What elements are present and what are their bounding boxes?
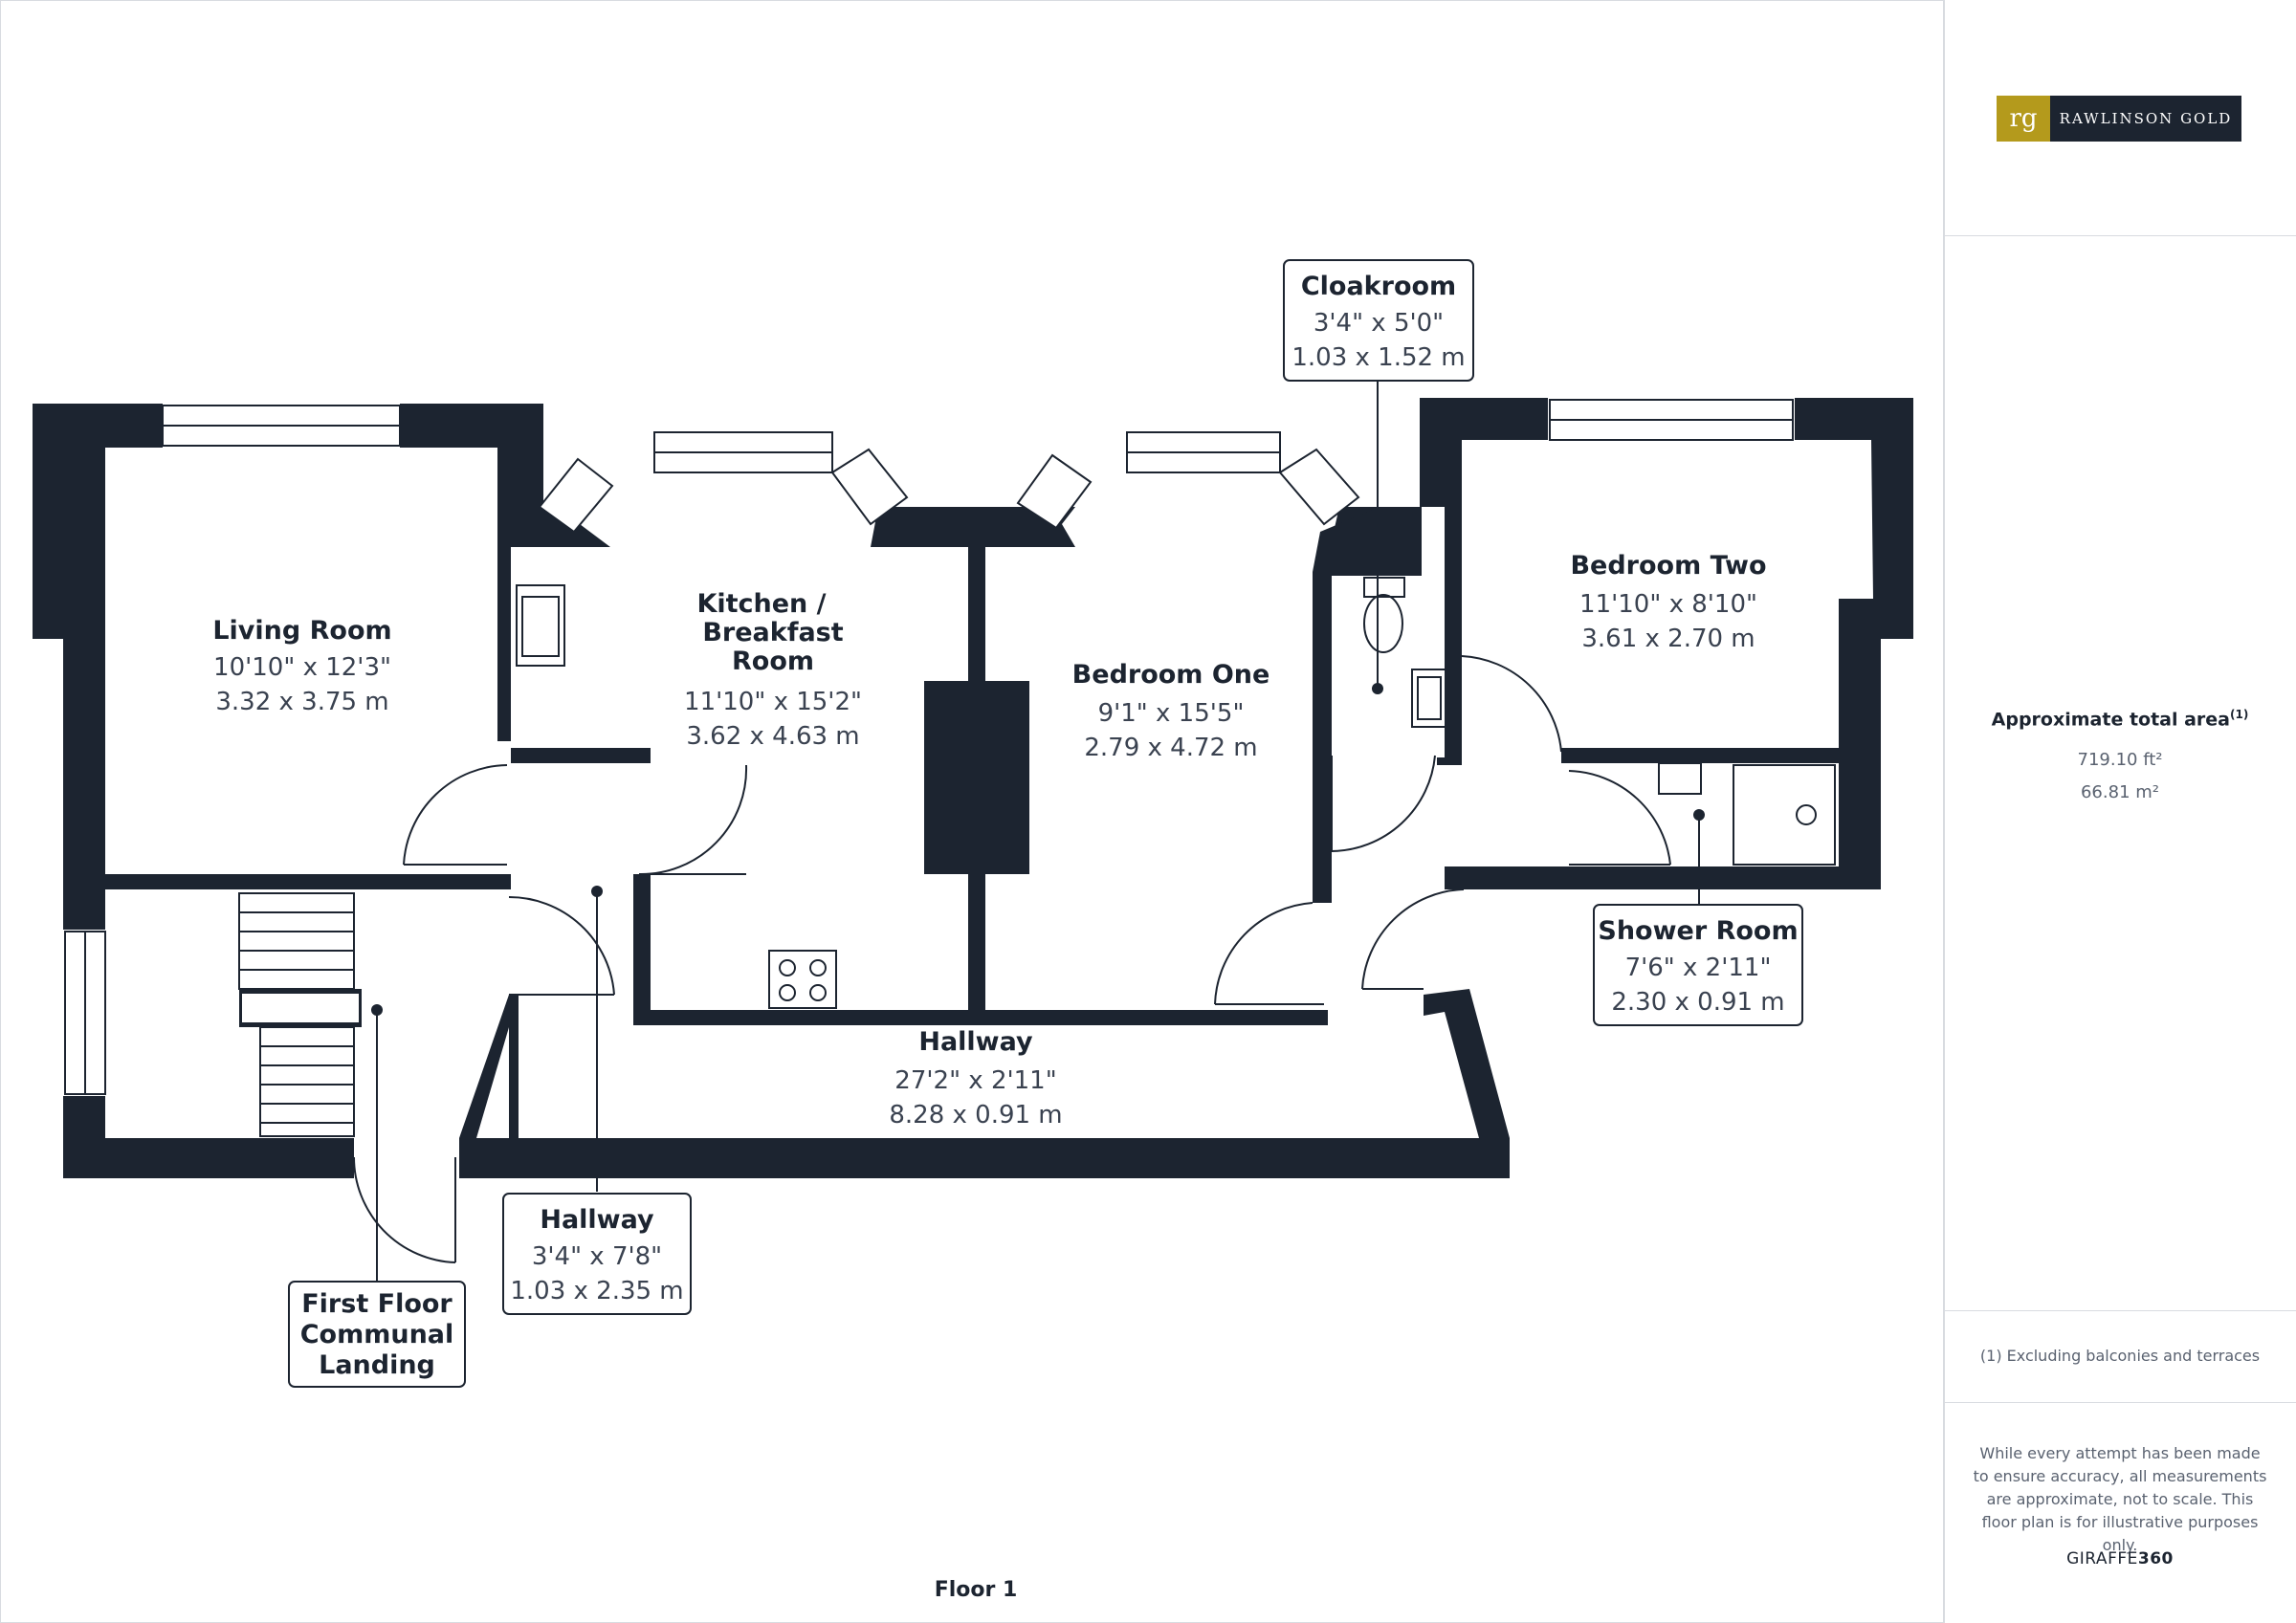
- logo-mark: rg: [1997, 96, 2050, 142]
- living-room-door: [403, 764, 508, 866]
- room-imperial: 7'6" x 2'11": [1625, 954, 1772, 982]
- room-metric: 1.03 x 2.35 m: [510, 1277, 683, 1305]
- room-imperial: 11'10" x 15'2": [684, 688, 862, 716]
- logo-wordmark: RAWLINSON GOLD: [2050, 96, 2241, 142]
- room-imperial: 9'1" x 15'5": [1098, 699, 1245, 728]
- room-imperial: 11'10" x 8'10": [1579, 590, 1757, 619]
- callout-shower-room: Shower Room 7'6" x 2'11" 2.30 x 0.91 m: [1593, 904, 1803, 1026]
- area-ft: 719.10 ft²: [2077, 750, 2163, 770]
- room-living: Living Room 10'10" x 12'3" 3.32 x 3.75 m: [212, 616, 391, 716]
- panel-divider: [1945, 235, 2296, 236]
- cloakroom-basin-icon: [1411, 669, 1447, 728]
- giraffe360-brand: GIRAFFE360: [1944, 1549, 2296, 1568]
- room-name: Hallway: [918, 1027, 1033, 1057]
- room-metric: 3.62 x 4.63 m: [686, 722, 859, 751]
- room-hallway-main: Hallway 27'2" x 2'11" 8.28 x 0.91 m: [889, 1027, 1062, 1130]
- room-bedroom-two: Bedroom Two 11'10" x 8'10" 3.61 x 2.70 m: [1570, 551, 1766, 653]
- bedroom-one-door: [1214, 902, 1314, 1005]
- toilet-icon: [1363, 577, 1405, 598]
- cloakroom-door: [1331, 755, 1436, 852]
- room-name-line1: First Floor: [301, 1289, 453, 1319]
- room-metric: 2.30 x 0.91 m: [1611, 988, 1784, 1017]
- kitchen-sink-icon: [516, 584, 565, 667]
- room-imperial: 10'10" x 12'3": [213, 653, 391, 682]
- windows: [64, 399, 1794, 1095]
- staircase-icon: [238, 892, 362, 1137]
- brand-prefix: GIRAFFE: [2066, 1549, 2138, 1568]
- brand-suffix: 360: [2137, 1549, 2174, 1568]
- fixtures: [238, 577, 1836, 1137]
- room-imperial: 27'2" x 2'11": [894, 1066, 1056, 1095]
- room-name-line3: Room: [732, 647, 814, 676]
- room-metric: 3.61 x 2.70 m: [1581, 625, 1755, 653]
- bedroom-bay-right: [1278, 448, 1360, 526]
- room-name-line1: Kitchen /: [696, 589, 826, 619]
- room-name-line3: Landing: [319, 1350, 435, 1380]
- living-room-walls: [33, 404, 507, 1178]
- info-panel: [1944, 0, 2296, 1623]
- shower-tray-icon: [1733, 764, 1836, 866]
- exclusion-note: (1) Excluding balconies and terraces: [1979, 1347, 2261, 1365]
- room-name-line2: Communal: [300, 1320, 454, 1349]
- area-label: Approximate total area(1): [1944, 708, 2296, 730]
- shower-basin-icon: [1658, 762, 1702, 795]
- room-name-line2: Breakfast: [702, 618, 843, 647]
- disclaimer: While every attempt has been made to ens…: [1973, 1444, 2267, 1554]
- room-metric: 8.28 x 0.91 m: [889, 1101, 1062, 1130]
- bedroom-two-door: [1461, 655, 1562, 753]
- kitchen-door: [638, 764, 748, 876]
- kitchen-bay-right: [830, 448, 909, 526]
- walls: [33, 398, 1913, 1178]
- callout-landing: First Floor Communal Landing: [288, 1281, 466, 1388]
- floor-plan-diagram: Living Room 10'10" x 12'3" 3.32 x 3.75 m…: [33, 259, 1913, 1388]
- brand-logo: rg RAWLINSON GOLD: [1997, 96, 2241, 142]
- panel-divider: [1945, 1402, 2296, 1403]
- room-metric: 3.32 x 3.75 m: [215, 688, 388, 716]
- room-imperial: 3'4" x 7'8": [532, 1242, 662, 1271]
- room-name: Cloakroom: [1301, 272, 1456, 301]
- area-m: 66.81 m²: [2080, 782, 2159, 802]
- floor-label: Floor 1: [934, 1578, 1018, 1602]
- room-name: Bedroom One: [1072, 660, 1270, 690]
- area-note-ref: (1): [2230, 708, 2249, 721]
- room-name: Hallway: [540, 1205, 654, 1235]
- room-metric: 1.03 x 1.52 m: [1292, 343, 1465, 372]
- panel-divider: [1945, 1310, 2296, 1311]
- leaders: [371, 381, 1705, 1282]
- room-kitchen: Kitchen / Breakfast Room 11'10" x 15'2" …: [684, 589, 862, 751]
- hob-icon: [768, 950, 837, 1009]
- kitchen-bay-left: [538, 457, 614, 534]
- room-name: Living Room: [212, 616, 391, 646]
- room-name: Shower Room: [1598, 916, 1798, 946]
- room-bedroom-one: Bedroom One 9'1" x 15'5" 2.79 x 4.72 m: [1072, 660, 1270, 762]
- doors: [353, 655, 1671, 1263]
- room-imperial: 3'4" x 5'0": [1314, 309, 1444, 338]
- area-label-text: Approximate total area: [1991, 709, 2231, 731]
- callout-cloakroom: Cloakroom 3'4" x 5'0" 1.03 x 1.52 m: [1283, 259, 1474, 382]
- room-name: Bedroom Two: [1570, 551, 1766, 581]
- callout-hallway-small: Hallway 3'4" x 7'8" 1.03 x 2.35 m: [502, 1193, 692, 1315]
- hallway-door: [508, 895, 615, 996]
- hallway-right-door: [1361, 888, 1465, 990]
- room-metric: 2.79 x 4.72 m: [1084, 734, 1257, 762]
- bedroom-bay-left: [1016, 453, 1093, 530]
- shower-room-door: [1568, 770, 1671, 866]
- landing-door: [353, 1156, 456, 1263]
